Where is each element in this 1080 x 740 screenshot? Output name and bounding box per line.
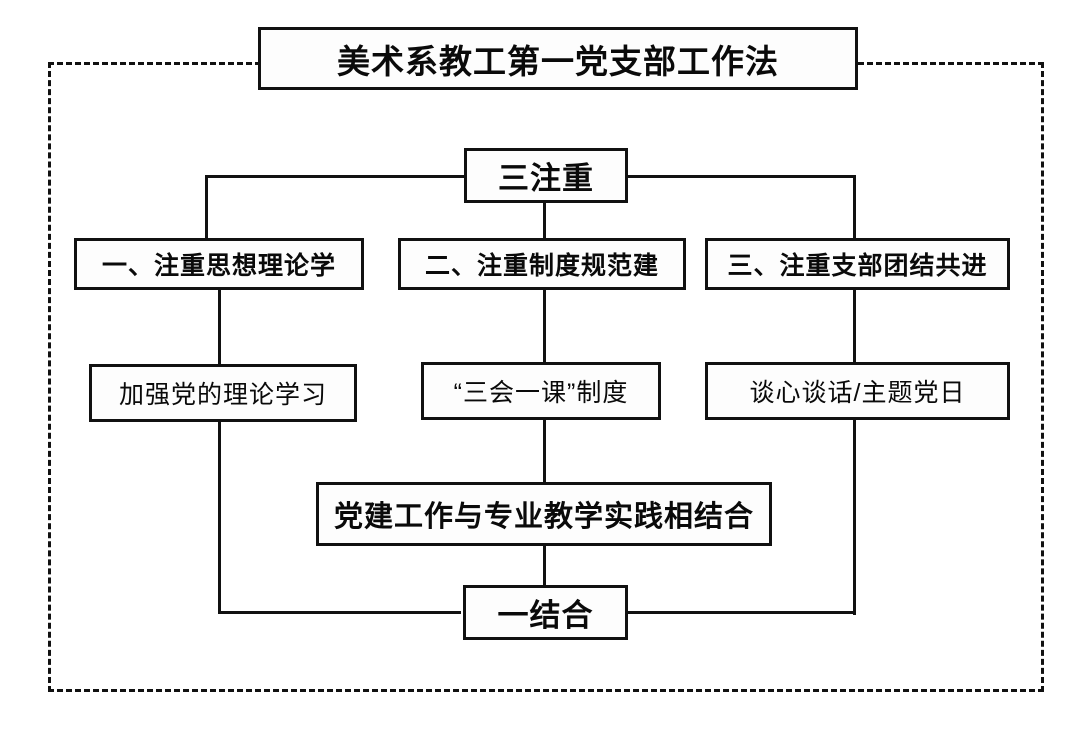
node-sanzhuzhong[interactable]: 三注重 [464, 148, 628, 203]
connector-node2-to-sub2 [543, 290, 546, 362]
connector-yijiehe-to-left [218, 611, 461, 614]
connector-sanzhuzhong-to-right [626, 175, 856, 178]
node-title[interactable]: 美术系教工第一党支部工作法 [258, 27, 858, 90]
connector-yijiehe-to-right [628, 611, 856, 614]
node-level2-2[interactable]: 二、注重制度规范建 [398, 238, 686, 290]
node-level3-3[interactable]: 谈心谈话/主题党日 [705, 362, 1010, 420]
connector-node1-to-sub1 [218, 290, 221, 364]
node-level2-3[interactable]: 三、注重支部团结共进 [705, 238, 1010, 290]
node-level3-2[interactable]: “三会一课”制度 [421, 362, 661, 420]
connector-left-down-to-node1 [205, 175, 208, 240]
node-level2-1[interactable]: 一、注重思想理论学 [74, 238, 364, 290]
connector-sanzhuzhong-to-left [205, 175, 467, 178]
node-integration[interactable]: 党建工作与专业教学实践相结合 [316, 482, 772, 546]
connector-left-spine-lower [218, 422, 221, 614]
node-level3-1[interactable]: 加强党的理论学习 [89, 364, 357, 422]
connector-integration-to-yijiehe [543, 546, 546, 586]
connector-sub2-to-integration [543, 420, 546, 482]
connector-sanzhuzhong-down-to-node2 [543, 202, 546, 240]
node-yijiehe[interactable]: 一结合 [463, 585, 628, 640]
